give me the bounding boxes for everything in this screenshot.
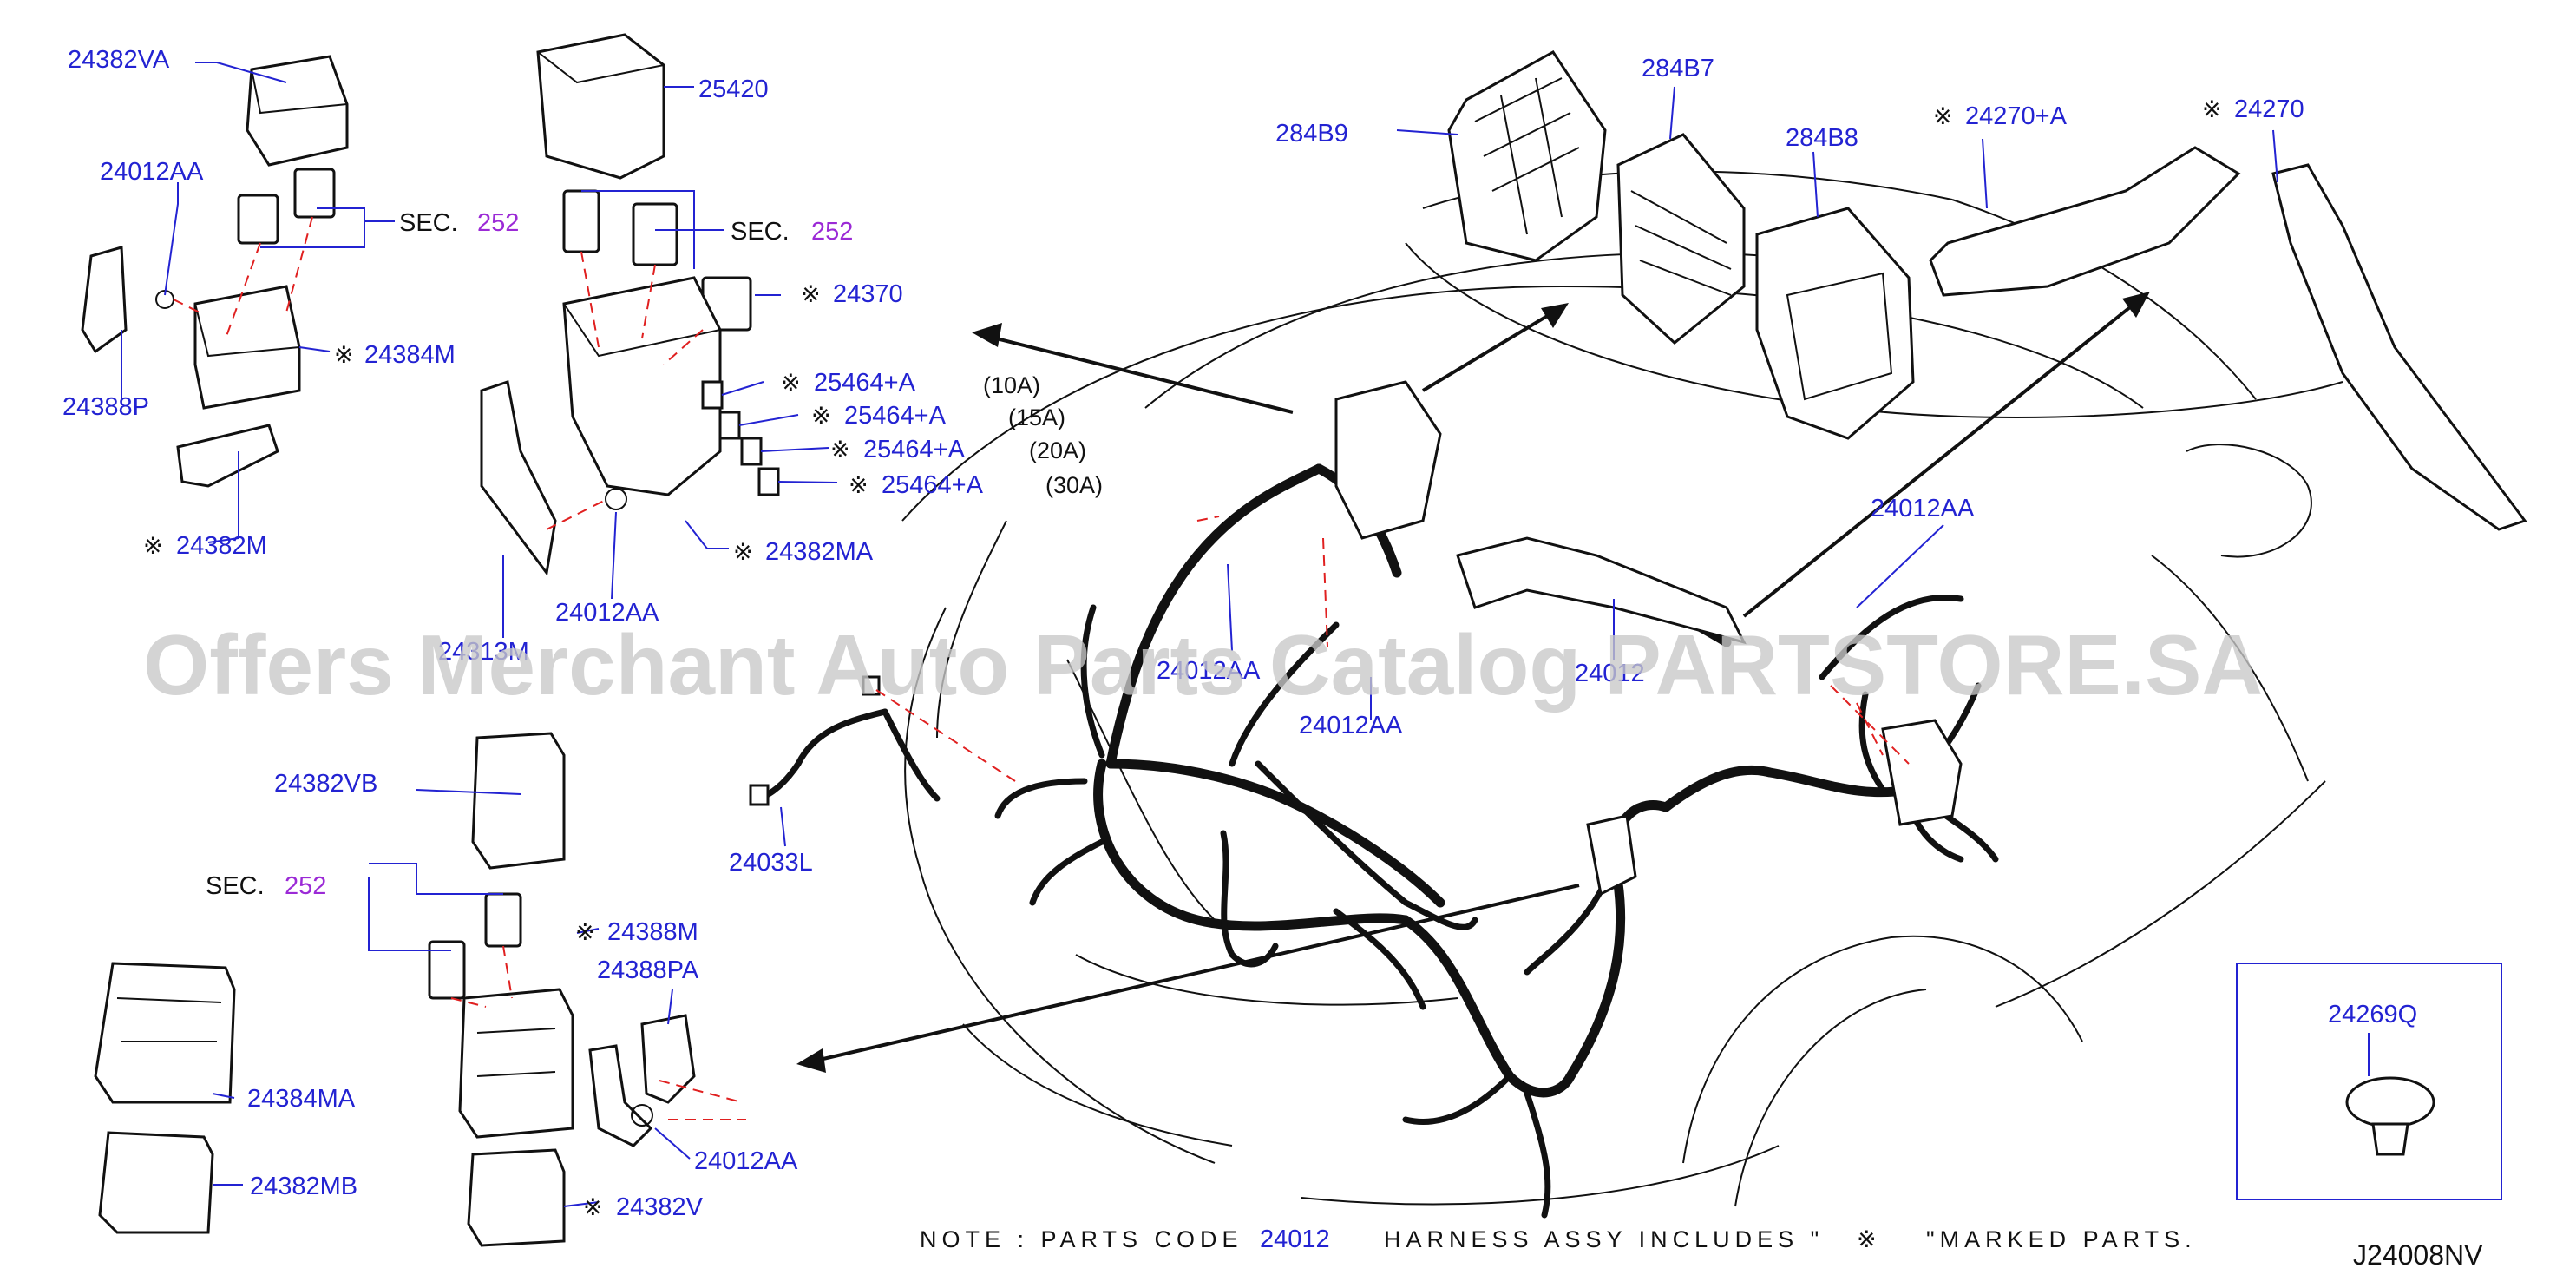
mark-25464a-4: ※ [849,472,868,498]
label-24012aa-center-left: 24012AA [1157,657,1261,685]
dashed-reference-lines [173,216,1910,1120]
note-suffix: "MARKED PARTS. [1926,1226,2197,1252]
label-24382vb: 24382VB [274,770,377,798]
amp-10a: (10A) [983,372,1040,398]
label-24382m: 24382M [176,532,267,560]
label-25464a-1: 25464+A [814,369,916,397]
mark-24370: ※ [801,281,821,307]
mark-24382m: ※ [143,533,163,559]
car-body-outline [901,170,2343,1207]
mark-24388m: ※ [575,919,595,945]
mark-24270a: ※ [1933,103,1953,129]
note-mark: ※ [1857,1226,1877,1252]
amp-30a: (30A) [1045,472,1103,498]
label-24012aa-lower: 24012AA [694,1147,798,1175]
diagram-code: J24008NV [2353,1239,2483,1271]
label-25420: 25420 [698,76,769,103]
sec-ref-2-text: SEC. [731,218,790,246]
label-25464a-2: 25464+A [844,402,947,430]
sec-ref-1-num: 252 [477,209,519,237]
component-parts [81,33,2527,1247]
label-24382v: 24382V [616,1193,704,1221]
label-284b8: 284B8 [1786,124,1858,152]
label-24270a: 24270+A [1965,102,2068,130]
label-24384m: 24384M [364,341,456,369]
watermark: Offers Merchant Auto Parts Catalog PARTS… [143,617,2263,713]
label-24012aa-right: 24012AA [1871,495,1975,522]
label-24313m: 24313M [438,638,529,666]
mark-25464a-3: ※ [830,437,850,463]
amp-20a: (20A) [1029,437,1086,463]
label-24388pa: 24388PA [597,956,699,984]
note-mid: HARNESS ASSY INCLUDES " [1384,1226,1824,1252]
mark-24270: ※ [2202,96,2222,122]
mark-24384m: ※ [334,342,354,368]
main-harness-24012 [751,463,1999,1219]
sec-ref-3-num: 252 [285,872,326,900]
note-prefix: NOTE : PARTS CODE [920,1226,1243,1252]
direction-arrows [796,292,2150,1073]
label-24269q: 24269Q [2328,1001,2417,1028]
label-24012aa-upper-left: 24012AA [100,158,204,186]
amp-15a: (15A) [1008,404,1065,430]
label-24382ma: 24382MA [765,538,874,566]
section-references: SEC. 252 SEC. 252 SEC. 252 [206,209,853,900]
sec-ref-3-text: SEC. [206,872,265,900]
sec-ref-1-text: SEC. [399,209,458,237]
label-24388m: 24388M [607,918,698,946]
label-284b9: 284B9 [1275,120,1348,148]
label-24384ma: 24384MA [247,1085,356,1113]
mark-24382v: ※ [583,1194,603,1220]
mark-24382ma: ※ [733,539,753,565]
label-24012aa-fusebox: 24012AA [555,599,659,627]
label-24388p: 24388P [62,393,149,421]
label-24382va: 24382VA [68,46,170,74]
label-24382mb: 24382MB [250,1173,357,1200]
label-284b7: 284B7 [1642,55,1714,82]
mark-25464a-2: ※ [811,403,831,429]
sec-ref-2-num: 252 [811,218,853,246]
label-24012aa-center: 24012AA [1299,712,1403,739]
part-labels: 24382VA 24012AA 24388P ※ 24384M ※ 24382M… [62,46,2417,1221]
label-25464a-3: 25464+A [863,436,966,463]
label-24370: 24370 [833,280,903,308]
mark-25464a-1: ※ [781,370,801,396]
label-24033l: 24033L [729,849,813,877]
footer-note: NOTE : PARTS CODE 24012 HARNESS ASSY INC… [920,1226,2483,1271]
label-24270: 24270 [2234,95,2304,123]
inset-box-24269q [2236,963,2502,1200]
label-25464a-4: 25464+A [882,471,984,499]
leader-lines [121,62,2370,1207]
fuse-amperage-notes: (10A) (15A) (20A) (30A) [983,372,1103,498]
note-code: 24012 [1260,1226,1330,1253]
label-24012-harness: 24012 [1575,660,1645,687]
